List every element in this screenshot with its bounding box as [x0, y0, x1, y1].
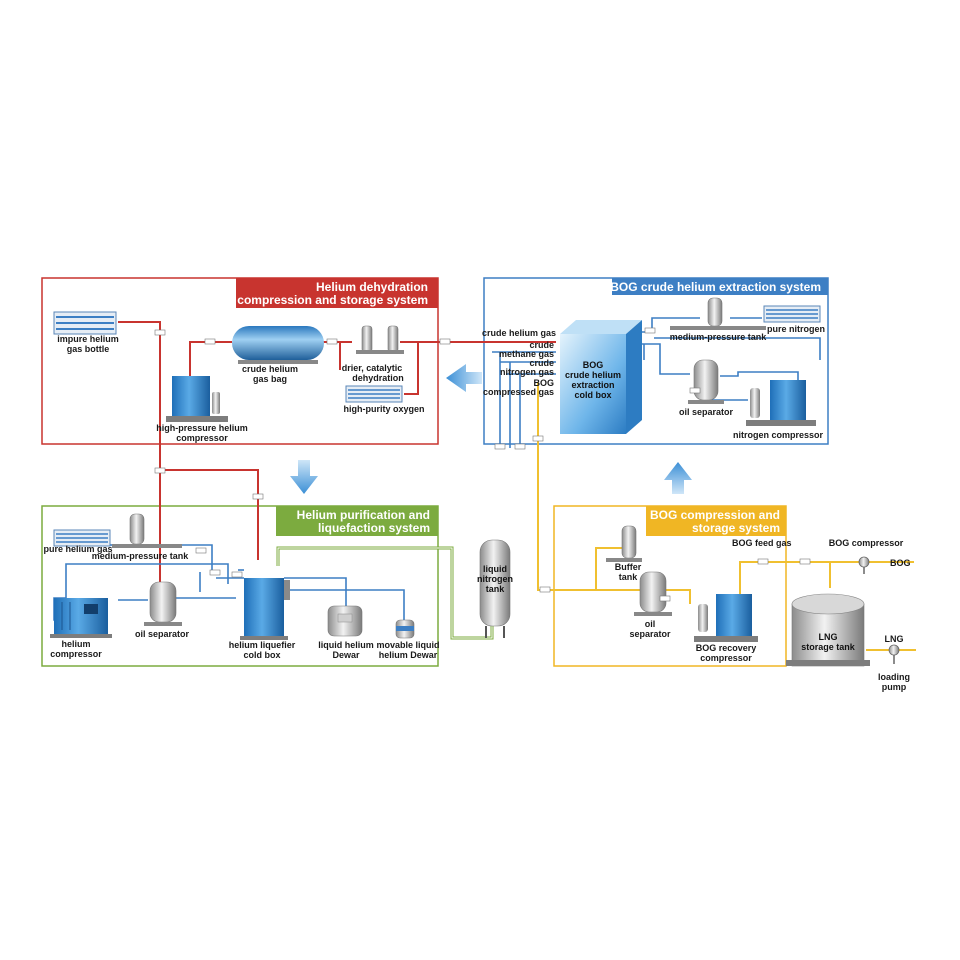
buffer-tank: Buffer tank [606, 525, 642, 582]
nitrogen-compressor-label: nitrogen compressor [733, 430, 824, 440]
purification-title-2: liquefaction system [318, 521, 430, 535]
buffer-tank-label-1: Buffer [615, 562, 642, 572]
movable-liquid-helium-dewar: movable liquid helium Dewar [376, 619, 440, 660]
bog-recovery-label-2: compressor [700, 653, 752, 663]
bog-feed-gas-label-group: BOG feed gas [732, 538, 792, 548]
hp-compressor-label-1: high-pressure helium [156, 423, 248, 433]
liquid-helium-dewar-label-2: Dewar [332, 650, 360, 660]
bog-stream-labels: crude helium gas crude methane gas crude… [482, 328, 556, 397]
liquid-helium-dewar: liquid helium Dewar [318, 605, 374, 660]
bog-feed-gas-label: BOG feed gas [732, 538, 792, 548]
bog-line-label: BOG [890, 558, 911, 568]
flow-arrow-left [446, 364, 482, 392]
liquid-nitrogen-label-1: liquid [483, 564, 507, 574]
pure-nitrogen-label: pure nitrogen [767, 324, 825, 334]
nitrogen-compressor: nitrogen compressor [733, 380, 824, 440]
liquid-helium-dewar-label-1: liquid helium [318, 640, 374, 650]
loading-pump: LNG loading pump [878, 634, 910, 692]
cold-box-label-3: extraction [571, 380, 614, 390]
helium-compressor-label-2: compressor [50, 649, 102, 659]
bog-extraction-title: BOG crude helium extraction system [610, 280, 821, 294]
helium-liquefier-label-2: cold box [243, 650, 280, 660]
helium-liquefier-label-1: helium liquefier [229, 640, 296, 650]
blue-pipes-top [492, 317, 821, 448]
bog-compression-title-2: storage system [692, 521, 780, 535]
medium-pressure-tank-top-label: medium-pressure tank [670, 332, 768, 342]
green-pipes [276, 546, 494, 640]
lng-tank-label-2: storage tank [801, 642, 856, 652]
movable-dewar-label-2: helium Dewar [379, 650, 438, 660]
bog-compressor-label: BOG compressor [829, 538, 904, 548]
bog-compression-title-1: BOG compression and [650, 508, 780, 522]
oil-separator-bottom: oil separator [135, 581, 190, 639]
bog-crude-helium-cold-box: BOG crude helium extraction cold box [560, 320, 642, 434]
pure-nitrogen-bottle: pure nitrogen [763, 305, 825, 334]
cold-box-label-4: cold box [574, 390, 611, 400]
medium-pressure-tank-bottom: medium-pressure tank [92, 513, 190, 561]
crude-nitrogen-label-2: nitrogen gas [500, 367, 554, 377]
crude-methane-label-1: crude [529, 340, 554, 350]
cold-box-label-2: crude helium [565, 370, 621, 380]
liquid-nitrogen-label-2: nitrogen [477, 574, 513, 584]
high-purity-oxygen-label: high-purity oxygen [344, 404, 425, 414]
crude-helium-bag-label-1: crude helium [242, 364, 298, 374]
flow-arrow-down [290, 460, 318, 494]
valve-markers [154, 327, 811, 602]
pure-helium-label: pure helium gas [43, 544, 112, 554]
dehydration-system-box: Helium dehydration compression and stora… [41, 277, 439, 445]
drier-catalytic-dehydration: drier, catalytic dehydration [342, 325, 404, 383]
liquid-nitrogen-tank: liquid nitrogen tank [477, 539, 513, 638]
oil-separator-right-label-2: separator [629, 629, 671, 639]
loading-pump-label-1: loading [878, 672, 910, 682]
medium-pressure-tank-bottom-label: medium-pressure tank [92, 551, 190, 561]
helium-compressor: helium compressor [50, 598, 112, 659]
loading-pump-label-2: pump [882, 682, 907, 692]
bog-compressed-label-1: BOG [533, 378, 554, 388]
purification-title-1: Helium purification and [297, 508, 430, 522]
bog-recovery-label-1: BOG recovery [696, 643, 757, 653]
crude-helium-bag-label-2: gas bag [253, 374, 287, 384]
cold-box-label-1: BOG [583, 360, 604, 370]
flow-arrow-up [664, 462, 692, 494]
high-purity-oxygen-bottle: high-purity oxygen [344, 385, 425, 414]
drier-label-1: drier, catalytic [342, 363, 403, 373]
bog-compressed-label-2: compressed gas [483, 387, 554, 397]
impure-helium-label-1: impure helium [57, 334, 119, 344]
impure-helium-gas-bottle: impure helium gas bottle [53, 311, 119, 354]
crude-helium-gas-bag: crude helium gas bag [232, 326, 324, 384]
pure-helium-gas-bottle: pure helium gas [43, 529, 113, 554]
lng-line-label: LNG [885, 634, 904, 644]
bog-compression-system-box: BOG compression and storage system [553, 505, 787, 667]
movable-dewar-label-1: movable liquid [376, 640, 439, 650]
lng-storage-tank: LNG storage tank [786, 593, 870, 667]
helium-liquefier-cold-box: helium liquefier cold box [229, 578, 296, 660]
liquid-nitrogen-label-3: tank [486, 584, 506, 594]
drier-label-2: dehydration [352, 373, 404, 383]
impure-helium-label-2: gas bottle [67, 344, 110, 354]
dehydration-title-2: compression and storage system [237, 293, 428, 307]
crude-helium-gas-label: crude helium gas [482, 328, 556, 338]
helium-compressor-label-1: helium [61, 639, 90, 649]
medium-pressure-tank-top: medium-pressure tank [670, 297, 768, 342]
crude-methane-label-2: methane gas [499, 349, 554, 359]
oil-separator-top-label: oil separator [679, 407, 734, 417]
dehydration-title-1: Helium dehydration [316, 280, 428, 294]
bog-compressor-pump: BOG compressor BOG [829, 538, 911, 574]
oil-separator-right-label-1: oil [645, 619, 656, 629]
lng-tank-label-1: LNG [819, 632, 838, 642]
buffer-tank-label-2: tank [619, 572, 639, 582]
oil-separator-right: oil separator [629, 571, 672, 639]
oil-separator-bottom-label: oil separator [135, 629, 190, 639]
crude-nitrogen-label-1: crude [529, 358, 554, 368]
high-pressure-helium-compressor: high-pressure helium compressor [156, 376, 248, 443]
bog-recovery-compressor: BOG recovery compressor [694, 594, 758, 663]
hp-compressor-label-2: compressor [176, 433, 228, 443]
